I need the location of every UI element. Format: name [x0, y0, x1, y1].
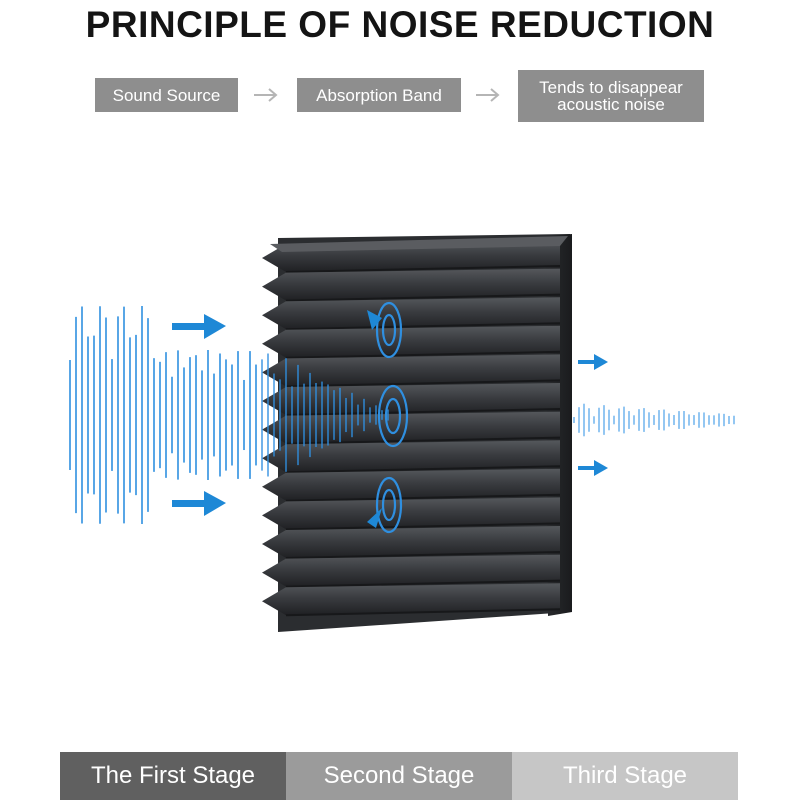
stage-label: Second Stage: [323, 762, 475, 789]
foam-ridge: [262, 526, 560, 558]
right-arrow-icon: [172, 314, 226, 339]
foam-ridge-shadow: [285, 579, 561, 588]
foam-ridge-shadow: [285, 265, 561, 273]
foam-ridge: [262, 354, 560, 387]
acoustic-foam-panel: [262, 234, 572, 632]
right-arrow-icon: [254, 88, 278, 102]
stage-second: Second Stage: [286, 752, 512, 800]
flow-step-label: Sound Source: [112, 85, 221, 105]
flow-step-disappear-noise: Tends to disappear acoustic noise: [518, 70, 704, 122]
foam-ridge-shadow: [285, 379, 561, 388]
flow-step-absorption-band: Absorption Band: [297, 78, 461, 112]
right-arrow-icon: [476, 88, 500, 102]
foam-ridge: [262, 325, 560, 358]
foam-ridge-shadow: [285, 350, 561, 359]
foam-ridge-shadow: [285, 522, 561, 531]
stage-third: Third Stage: [512, 752, 738, 800]
right-arrow-icon: [578, 460, 608, 476]
foam-ridge-shadow: [285, 322, 561, 331]
foam-ridge-shadow: [285, 551, 561, 559]
foam-ridge: [262, 497, 560, 530]
foam-ridge: [262, 268, 560, 301]
stage-label: The First Stage: [90, 762, 256, 789]
noise-reduction-illustration: [69, 234, 735, 632]
foam-ridge: [262, 554, 560, 587]
sound-wave-icon: [69, 306, 389, 524]
foam-ridge-shadow: [285, 493, 561, 502]
stage-first: The First Stage: [60, 752, 286, 800]
swirl-icon: [367, 476, 403, 534]
flow-step-label: Absorption Band: [316, 85, 442, 105]
swirl-icon: [367, 301, 403, 359]
foam-ridge: [262, 583, 560, 616]
flow-step-label: Tends to disappear acoustic noise: [539, 78, 683, 114]
foam-ridge: [262, 440, 560, 473]
reduced-sound-wave-icon: [573, 403, 735, 437]
page-title: PRINCIPLE OF NOISE REDUCTION: [85, 4, 715, 45]
foam-ridge: [262, 383, 560, 415]
foam-ridge-shadow: [285, 408, 561, 416]
foam-ridges: [262, 240, 561, 617]
swirl-icon: [377, 384, 409, 448]
foam-ridge-shadow: [285, 465, 561, 474]
right-arrow-icon: [172, 491, 226, 516]
right-arrow-icon: [578, 354, 608, 370]
stage-label: Third Stage: [562, 762, 688, 789]
foam-ridge: [262, 411, 560, 444]
foam-ridge-shadow: [285, 293, 561, 302]
foam-ridge-shadow: [285, 608, 561, 617]
foam-ridge: [262, 297, 560, 330]
foam-ridge: [262, 468, 560, 501]
flow-step-sound-source: Sound Source: [95, 78, 238, 112]
foam-ridge-shadow: [285, 436, 561, 445]
